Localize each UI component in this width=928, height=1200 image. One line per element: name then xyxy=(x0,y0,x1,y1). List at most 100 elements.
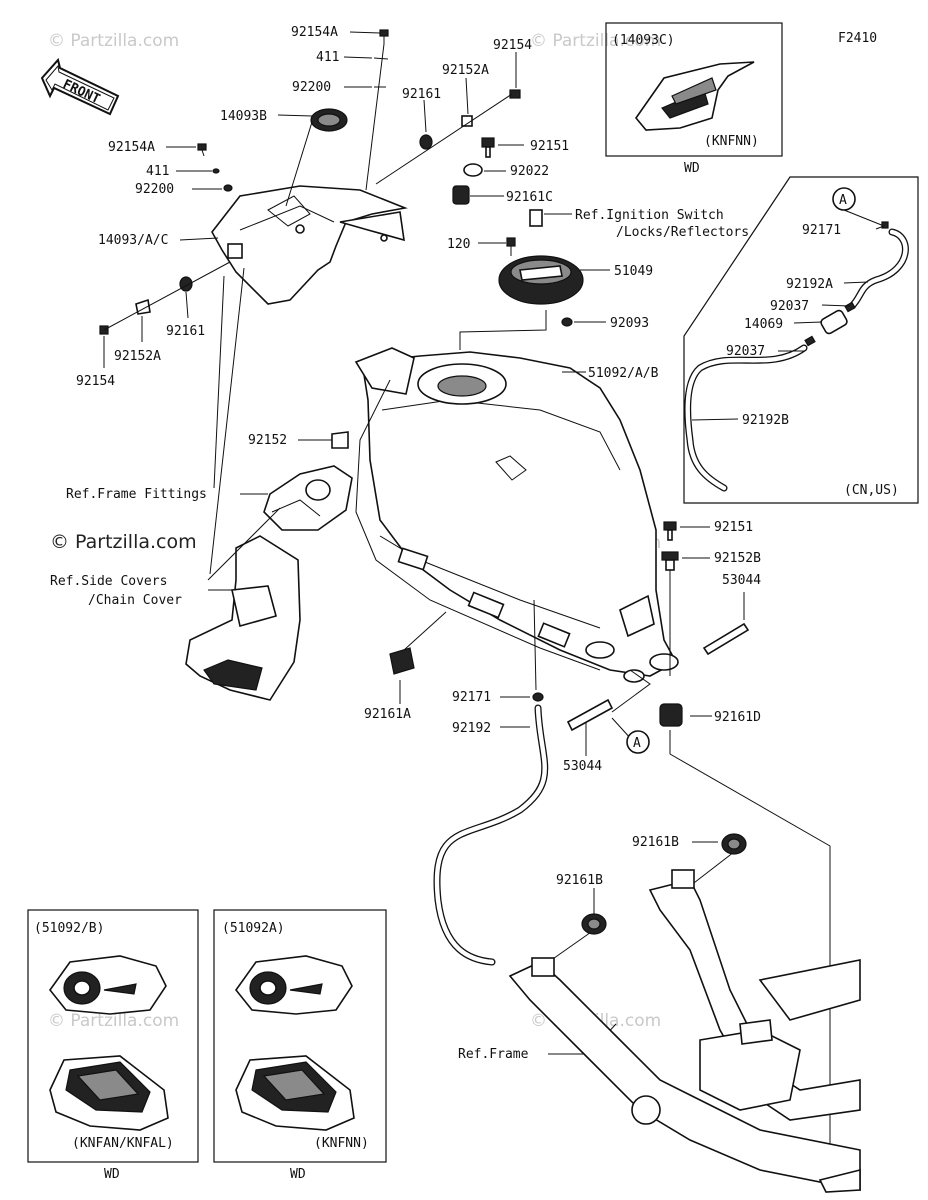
label-92200: 92200 xyxy=(292,80,331,95)
inset-top-part: (14093C) xyxy=(612,33,675,48)
frame-fittings-bracket xyxy=(263,465,353,531)
label-ref-ignition-switch: Ref.Ignition Switch xyxy=(575,208,724,223)
screw-92154A-left-icon xyxy=(197,143,207,157)
inset-mid-variant: (KNFNN) xyxy=(314,1136,369,1151)
diagram-code: F2410 xyxy=(838,31,877,46)
inset-left-part: (51092/B) xyxy=(34,921,104,936)
label-92161B-left: 92161B xyxy=(556,873,603,888)
a-marker-bottom-icon xyxy=(626,730,650,754)
inset-top-caption: WD xyxy=(684,161,700,176)
grommet-92161-left-icon xyxy=(99,261,231,335)
gasket-92093-icon xyxy=(561,317,573,327)
inset-14093C: (14093C) (KNFNN) WD xyxy=(605,22,783,176)
label-ref-side-covers: Ref.Side Covers xyxy=(50,574,167,589)
label-92161-left: 92161 xyxy=(166,324,205,339)
label-92154-left: 92154 xyxy=(76,374,115,389)
bolt-ignition-icon xyxy=(529,209,543,227)
fuel-filter-14069-icon xyxy=(804,301,856,347)
fuel-tank-51092 xyxy=(354,347,679,683)
inset-51092A: (51092A) (KNFNN) WD xyxy=(213,909,387,1182)
label-92161: 92161 xyxy=(402,87,441,102)
inset-mid-part: (51092A) xyxy=(222,921,285,936)
screw-92151-right-icon xyxy=(663,521,677,541)
watermark-faint: © Partzilla.com xyxy=(48,31,179,51)
tank-drain-tube xyxy=(355,379,601,671)
label-14093B: 14093B xyxy=(220,109,267,124)
a-marker-inset: A xyxy=(839,193,847,208)
label-92161A: 92161A xyxy=(364,707,411,722)
label-92152: 92152 xyxy=(248,433,287,448)
label-ref-frame: Ref.Frame xyxy=(458,1047,529,1062)
damper-92161C-icon xyxy=(452,185,470,205)
front-arrow-icon: FRONT xyxy=(40,57,120,116)
label-120: 120 xyxy=(447,237,470,252)
label-92022: 92022 xyxy=(510,164,549,179)
label-92154A-left: 92154A xyxy=(108,140,155,155)
label-92192A: 92192A xyxy=(786,277,833,292)
grommet-92161-icon xyxy=(375,89,521,185)
cap-14093B xyxy=(310,108,348,132)
pipe-53044-right-icon xyxy=(702,622,750,656)
label-92152B: 92152B xyxy=(714,551,761,566)
pipe-53044-icon xyxy=(566,698,614,732)
label-411: 411 xyxy=(316,50,339,65)
a-marker-bottom: A xyxy=(633,736,641,751)
label-92200-left: 92200 xyxy=(135,182,174,197)
label-92037-b: 92037 xyxy=(726,344,765,359)
damper-92161A-icon xyxy=(389,647,415,675)
fuel-cap-51049 xyxy=(498,255,584,305)
inset-right-region: (CN,US) xyxy=(844,483,899,498)
label-ref-chain-cover: /Chain Cover xyxy=(88,593,182,608)
label-92192: 92192 xyxy=(452,721,491,736)
clamp-92171-icon xyxy=(532,692,544,702)
damper-92161D-icon xyxy=(659,703,683,727)
label-92161B-right: 92161B xyxy=(632,835,679,850)
label-92154: 92154 xyxy=(493,38,532,53)
watermark: © Partzilla.com xyxy=(50,531,197,553)
label-53044: 53044 xyxy=(563,759,602,774)
label-92161D: 92161D xyxy=(714,710,761,725)
label-92151-right: 92151 xyxy=(714,520,753,535)
label-92152A: 92152A xyxy=(442,63,489,78)
label-14069: 14069 xyxy=(744,317,783,332)
inset-mid-caption: WD xyxy=(290,1167,306,1182)
label-14093-A-C: 14093/A/C xyxy=(98,233,168,248)
watermark-faint: © Partzilla.com xyxy=(530,31,661,51)
label-411-left: 411 xyxy=(146,164,169,179)
label-92171: 92171 xyxy=(452,690,491,705)
side-cover xyxy=(185,535,301,701)
label-92093: 92093 xyxy=(610,316,649,331)
inset-51092B: (51092/B) (KNFAN/KNFAL) WD xyxy=(27,909,199,1182)
label-92152A-left: 92152A xyxy=(114,349,161,364)
screw-92151-icon xyxy=(481,137,495,158)
clamp-92171-inset-icon xyxy=(881,221,889,229)
screw-92154A-icon xyxy=(379,29,389,44)
hose-92192 xyxy=(433,704,549,966)
tank-cover-14093 xyxy=(211,185,408,305)
label-92161C: 92161C xyxy=(506,190,553,205)
inset-top-variant: (KNFNN) xyxy=(704,134,759,149)
inset-cn-us-hoses: A 92171 92192A 92037 14069 92037 92192B … xyxy=(683,176,919,504)
label-51092-A-B: 51092/A/B xyxy=(588,366,659,381)
collar-92152-icon xyxy=(331,431,349,449)
label-92151: 92151 xyxy=(530,139,569,154)
washer-92022-icon xyxy=(463,163,483,177)
collar-92152B-icon xyxy=(661,551,679,571)
inset-left-caption: WD xyxy=(104,1167,120,1182)
label-92154A: 92154A xyxy=(291,25,338,40)
label-92171-inset: 92171 xyxy=(802,223,841,238)
label-ref-frame-fittings: Ref.Frame Fittings xyxy=(66,487,207,502)
screw-120-icon xyxy=(506,237,516,256)
watermark-faint: © Partzilla.com xyxy=(48,1011,179,1031)
label-53044-right: 53044 xyxy=(722,573,761,588)
motorcycle-frame xyxy=(508,869,861,1193)
label-51049: 51049 xyxy=(614,264,653,279)
label-92192B: 92192B xyxy=(742,413,789,428)
label-92037-a: 92037 xyxy=(770,299,809,314)
clip-92200-left-icon xyxy=(223,184,233,192)
clip-411-left-icon xyxy=(212,168,220,174)
inset-left-variant: (KNFAN/KNFAL) xyxy=(72,1136,174,1151)
label-ref-locks-reflectors: /Locks/Reflectors xyxy=(616,225,749,240)
